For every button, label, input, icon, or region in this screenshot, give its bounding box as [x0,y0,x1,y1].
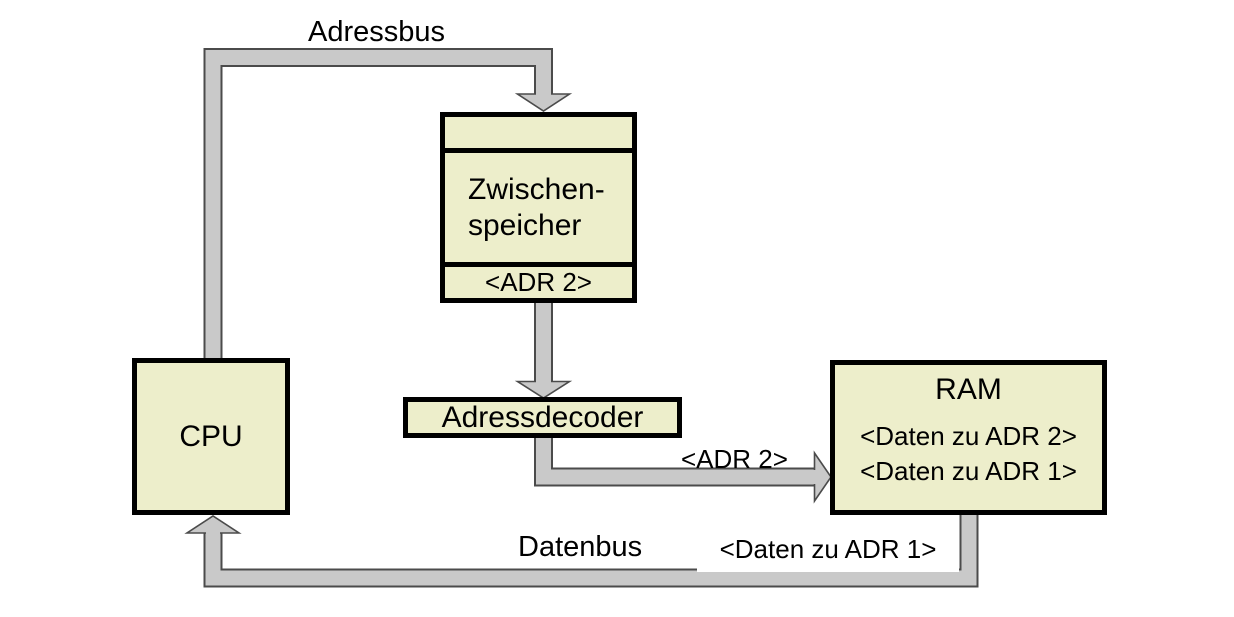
ram-entry: <Daten zu ADR 2> [860,421,1077,451]
buffer-label-line: speicher [468,208,582,242]
ram-title: RAM [935,373,1002,406]
ram-box: RAM <Daten zu ADR 2> <Daten zu ADR 1> [830,360,1107,515]
buffer-divider [445,262,632,267]
buffer-top-section [445,117,632,148]
address-bus-path [205,50,551,360]
data-bus-arrowhead-icon [184,515,242,534]
daten-zu-adr1-text: <Daten zu ADR 1> [719,533,937,564]
ram-entries: <Daten zu ADR 2> <Daten zu ADR 1> [835,419,1102,489]
address-bus-arrowhead-icon [514,93,573,112]
buffer-register-section: <ADR 2> [445,267,632,298]
decoder-box: Adressdecoder [403,397,682,438]
daten-zu-adr1-bus-annotation: <Daten zu ADR 1> [697,526,959,572]
buffer-divider [445,148,632,153]
data-bus-label: Datenbus [518,531,643,563]
buffer-box: Zwischen- speicher <ADR 2> [440,112,637,303]
data-bus-path [205,513,977,586]
buffer-label-line: Zwischen- [468,172,605,206]
decoder-to-ram-path [536,435,816,485]
ram-entry: <Daten zu ADR 1> [860,456,1077,486]
buffer-to-decoder-arrowhead-icon [514,380,573,399]
adr2-bus-annotation: <ADR 2> [681,444,788,474]
decoder-label: Adressdecoder [441,400,644,434]
buffer-register-value: <ADR 2> [485,267,592,297]
cpu-box: CPU [132,358,290,515]
buffer-label: Zwischen- speicher [445,153,632,262]
decoder-to-ram-arrowhead-icon [813,450,832,504]
cpu-label: CPU [179,419,243,453]
address-bus-label: Adressbus [308,16,446,48]
